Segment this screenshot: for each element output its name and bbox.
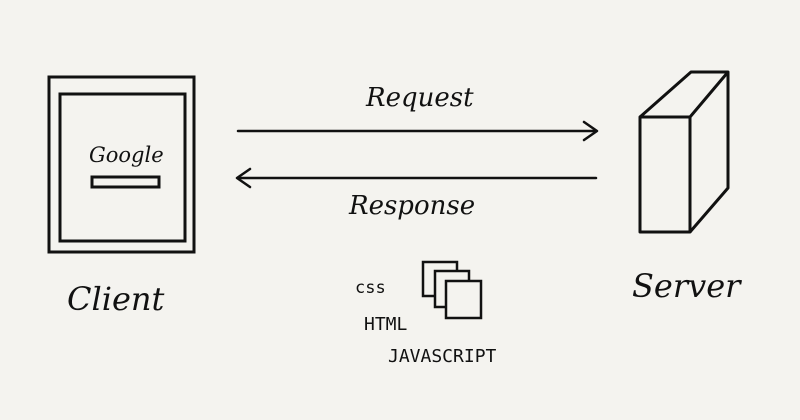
server-label: Server (632, 267, 742, 305)
client-device-screen (58, 92, 187, 243)
asset-javascript-label: JAVASCRIPT (388, 346, 497, 367)
response-arrow: Response (235, 167, 598, 221)
server-box (638, 70, 730, 234)
server-top-face (639, 70, 730, 119)
server-front-face (638, 115, 692, 234)
response-arrowhead (235, 167, 252, 189)
client-search-bar (90, 175, 161, 189)
client-device-outer (47, 75, 196, 254)
client-device: Google (47, 75, 196, 254)
document-stack-icon (421, 260, 483, 320)
client-label: Client (67, 280, 165, 318)
request-arrowhead (582, 120, 599, 142)
asset-html-label: HTML (364, 314, 408, 335)
client-screen-text: Google (89, 143, 164, 167)
request-label: Request (365, 83, 474, 113)
asset-css-label: css (355, 278, 386, 298)
request-arrow: Request (236, 83, 599, 142)
server-side-face (688, 72, 730, 233)
response-label: Response (348, 191, 475, 221)
document-icon-front (444, 279, 483, 320)
